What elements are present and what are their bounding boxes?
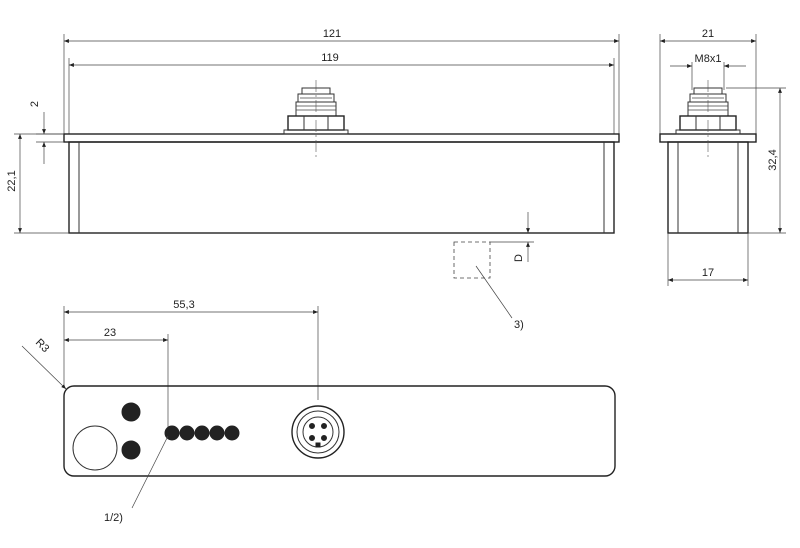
- radius-leader: [21, 345, 67, 390]
- indicator-dot: [121, 402, 141, 422]
- callout-leader: [131, 435, 169, 509]
- flange-plate: [63, 133, 620, 143]
- m8-connector-front: [283, 80, 349, 160]
- top-view: 55,3 23 R3: [21, 299, 616, 524]
- side-view: 21 M8x1 32,4: [659, 28, 786, 286]
- dimension-21: 21: [702, 28, 714, 40]
- led: [209, 425, 225, 441]
- m8-connector-top: [291, 405, 345, 459]
- callout-3: 3): [514, 319, 524, 331]
- callout-leader: [475, 265, 513, 319]
- dimension-32-4: 32,4: [767, 149, 779, 170]
- front-view: 121 119 2: [6, 28, 620, 331]
- led: [164, 425, 180, 441]
- dimension-121: 121: [323, 28, 341, 40]
- dimension-23: 23: [104, 327, 116, 339]
- led: [179, 425, 195, 441]
- dimension-2: 2: [29, 101, 41, 107]
- dimension-m8x1: M8x1: [695, 53, 722, 65]
- led: [194, 425, 210, 441]
- led: [224, 425, 240, 441]
- sensor-body: [68, 141, 615, 234]
- dimension-55-3: 55,3: [173, 299, 194, 311]
- led-row: [164, 425, 240, 441]
- m8-connector-side: [675, 80, 741, 160]
- dimension-d: D: [513, 254, 525, 262]
- indicator-dot: [121, 440, 141, 460]
- dimension-119: 119: [321, 52, 339, 64]
- target-object: [453, 241, 491, 279]
- dimension-22-1: 22,1: [6, 170, 18, 191]
- lens-circle: [72, 425, 118, 471]
- top-body-outline: [63, 385, 616, 477]
- callout-1-2: 1/2): [104, 512, 123, 524]
- dimension-17: 17: [702, 267, 714, 279]
- dimension-r3: R3: [33, 337, 51, 355]
